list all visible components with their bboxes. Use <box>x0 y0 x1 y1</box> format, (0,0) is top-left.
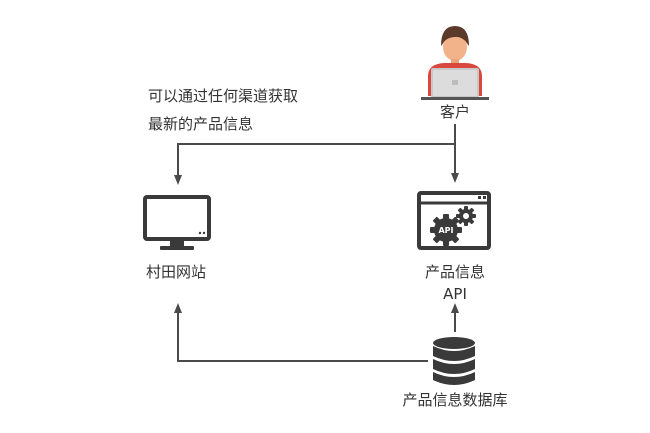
customer-laptop-icon <box>421 26 489 100</box>
customer-label: 客户 <box>439 103 471 121</box>
monitor-icon <box>143 195 211 250</box>
api-label-line-2: API <box>443 285 467 303</box>
arrow-customer-to-website <box>174 143 455 185</box>
annotation-line-2: 最新的产品信息 <box>148 115 254 133</box>
large-gear-icon: API <box>430 214 462 246</box>
small-gear-icon <box>456 206 476 226</box>
api-badge-text: API <box>438 226 453 235</box>
database-icon <box>433 337 475 385</box>
arrow-database-to-website <box>174 303 428 362</box>
website-label: 村田网站 <box>146 263 207 281</box>
database-label: 产品信息数据库 <box>402 391 508 409</box>
api-label-line-1: 产品信息 <box>424 263 486 281</box>
api-window-gear-icon: API <box>417 191 491 250</box>
connectors <box>174 124 459 362</box>
annotation-line-1: 可以通过任何渠道获取 <box>148 87 299 105</box>
